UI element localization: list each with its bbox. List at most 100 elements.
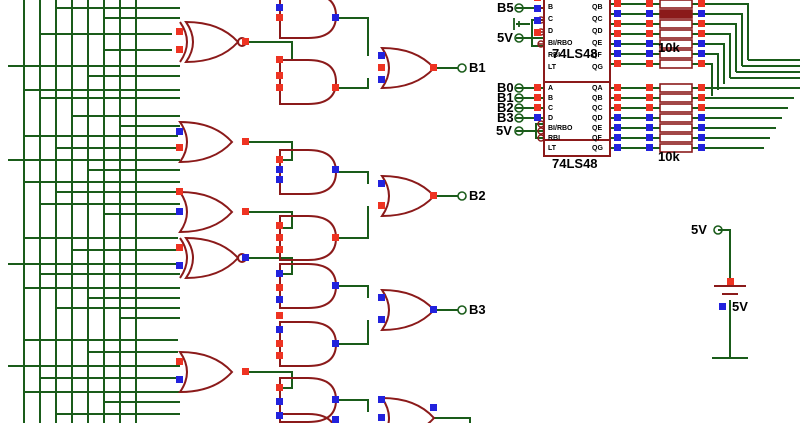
node: [698, 20, 705, 27]
node: [534, 0, 541, 1]
pin-label: LT: [548, 145, 557, 152]
input-label-b2: B2: [497, 100, 514, 115]
node: [727, 278, 734, 285]
node: [378, 180, 385, 187]
node: [698, 84, 705, 91]
resistor-network-bottom: [659, 83, 693, 153]
node: [430, 192, 437, 199]
node: [378, 414, 385, 421]
node: [242, 254, 249, 261]
node: [698, 0, 705, 7]
node: [276, 384, 283, 391]
pin-label: BI/RBO: [548, 125, 573, 132]
node: [378, 52, 385, 59]
node: [276, 72, 283, 79]
node: [646, 104, 653, 111]
pin-label: D: [548, 115, 554, 122]
input-label-b3: B3: [497, 110, 514, 125]
pin-label: QC: [592, 16, 603, 23]
pin-label: QC: [592, 105, 603, 112]
node: [176, 262, 183, 269]
node: [176, 358, 183, 365]
node: [276, 14, 283, 21]
node: [242, 138, 249, 145]
node: [332, 234, 339, 241]
pin-label: B: [548, 4, 554, 11]
node: [378, 76, 385, 83]
ic-label-top: 74LS48: [552, 46, 598, 61]
node: [276, 246, 283, 253]
pin-label: QA: [592, 85, 603, 92]
node: [242, 38, 249, 45]
node: [332, 340, 339, 347]
terminal-b1-ic: [514, 93, 524, 103]
terminal-b3: [457, 305, 467, 315]
node: [276, 156, 283, 163]
node: [698, 94, 705, 101]
terminal-5v-top: [514, 33, 524, 43]
node: [698, 104, 705, 111]
node: [698, 10, 705, 17]
node: [276, 326, 283, 333]
node: [276, 222, 283, 229]
node: [614, 114, 621, 121]
node: [176, 376, 183, 383]
resistor-network-top: [659, 0, 693, 69]
node: [276, 296, 283, 303]
pin-label: LT: [548, 64, 557, 71]
node: [332, 282, 339, 289]
pin-label: C: [548, 16, 554, 23]
node: [276, 412, 283, 419]
pin-label: QB: [592, 4, 603, 11]
node: [646, 114, 653, 121]
output-label-b2: B2: [469, 188, 486, 203]
node: [646, 40, 653, 47]
node: [176, 144, 183, 151]
input-label-5v-bottom: 5V: [496, 123, 512, 138]
node: [646, 134, 653, 141]
terminal-5v-supply: [713, 225, 723, 235]
node: [614, 94, 621, 101]
ic-body-bottom: [543, 81, 611, 157]
battery-symbol: [714, 285, 746, 295]
pin-label: A: [548, 85, 554, 92]
pin-label: QB: [592, 95, 603, 102]
terminal-b1: [457, 63, 467, 73]
input-label-5v-top: 5V: [497, 30, 513, 45]
node: [276, 352, 283, 359]
node: [614, 134, 621, 141]
terminal-b2-ic: [514, 103, 524, 113]
node: [614, 60, 621, 67]
node: [698, 144, 705, 151]
node: [534, 104, 541, 111]
pin-label: QG: [592, 64, 603, 71]
node: [276, 284, 283, 291]
node: [698, 60, 705, 67]
node: [276, 340, 283, 347]
ground-icon-top: [513, 18, 520, 30]
node: [614, 84, 621, 91]
node: [430, 404, 437, 411]
node: [698, 50, 705, 57]
node: [378, 294, 385, 301]
output-label-b3: B3: [469, 302, 486, 317]
node: [698, 134, 705, 141]
node: [242, 208, 249, 215]
node: [698, 40, 705, 47]
terminal-b5: [514, 3, 524, 13]
pin-label: D: [548, 28, 554, 35]
node: [698, 30, 705, 37]
node: [378, 64, 385, 71]
ic-label-bottom: 74LS48: [552, 156, 598, 171]
node: [176, 208, 183, 215]
node: [614, 40, 621, 47]
node: [332, 396, 339, 403]
node: [242, 368, 249, 375]
terminal-b2: [457, 191, 467, 201]
input-label-b1: B1: [497, 90, 514, 105]
node: [276, 398, 283, 405]
node: [719, 303, 726, 310]
